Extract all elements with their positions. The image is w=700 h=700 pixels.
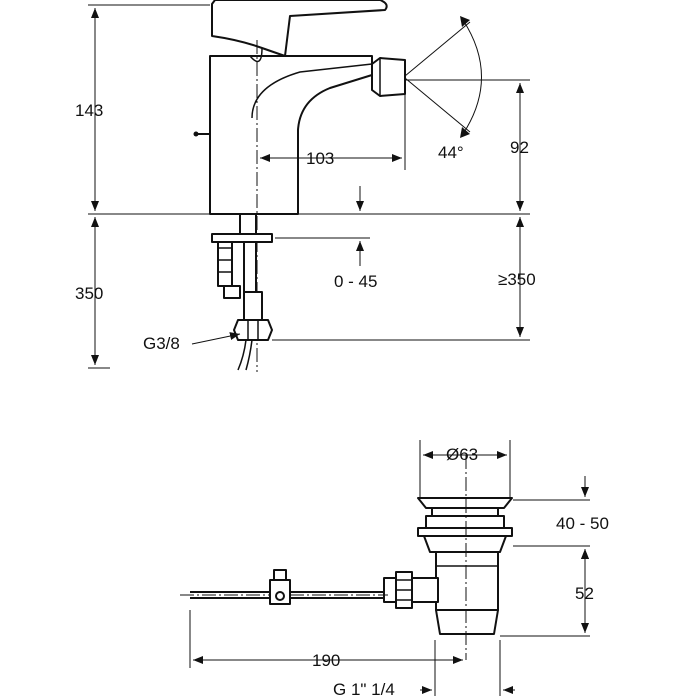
dim-plug-lift: 40 - 50 bbox=[556, 514, 609, 533]
waste-body bbox=[435, 551, 499, 611]
spout-aerator bbox=[371, 57, 406, 97]
dim-pipe-length: 350 bbox=[75, 284, 103, 303]
dim-rod-length: 190 bbox=[312, 651, 340, 670]
mixer-drawing: 143 350 103 92 44° 0 - 45 ≥350 G3/8 bbox=[75, 0, 536, 372]
dim-mixer-height: 143 bbox=[75, 101, 103, 120]
dim-plug-diameter: Ø63 bbox=[446, 445, 478, 464]
dim-min-connection: ≥350 bbox=[498, 270, 536, 289]
dim-spray-angle: 44° bbox=[438, 143, 464, 162]
mixer-lever bbox=[211, 0, 388, 57]
waste-plug bbox=[417, 497, 513, 509]
dim-body-height: 52 bbox=[575, 584, 594, 603]
dim-spout-height: 92 bbox=[510, 138, 529, 157]
dim-spout-reach: 103 bbox=[306, 149, 334, 168]
waste-drawing: Ø63 40 - 50 52 190 G 1" 1/4 bbox=[180, 440, 609, 699]
mixer-body bbox=[209, 55, 373, 215]
label-connection-thread: G3/8 bbox=[143, 334, 180, 353]
label-outlet-thread: G 1" 1/4 bbox=[333, 680, 395, 699]
dim-deck-thickness: 0 - 45 bbox=[334, 272, 377, 291]
